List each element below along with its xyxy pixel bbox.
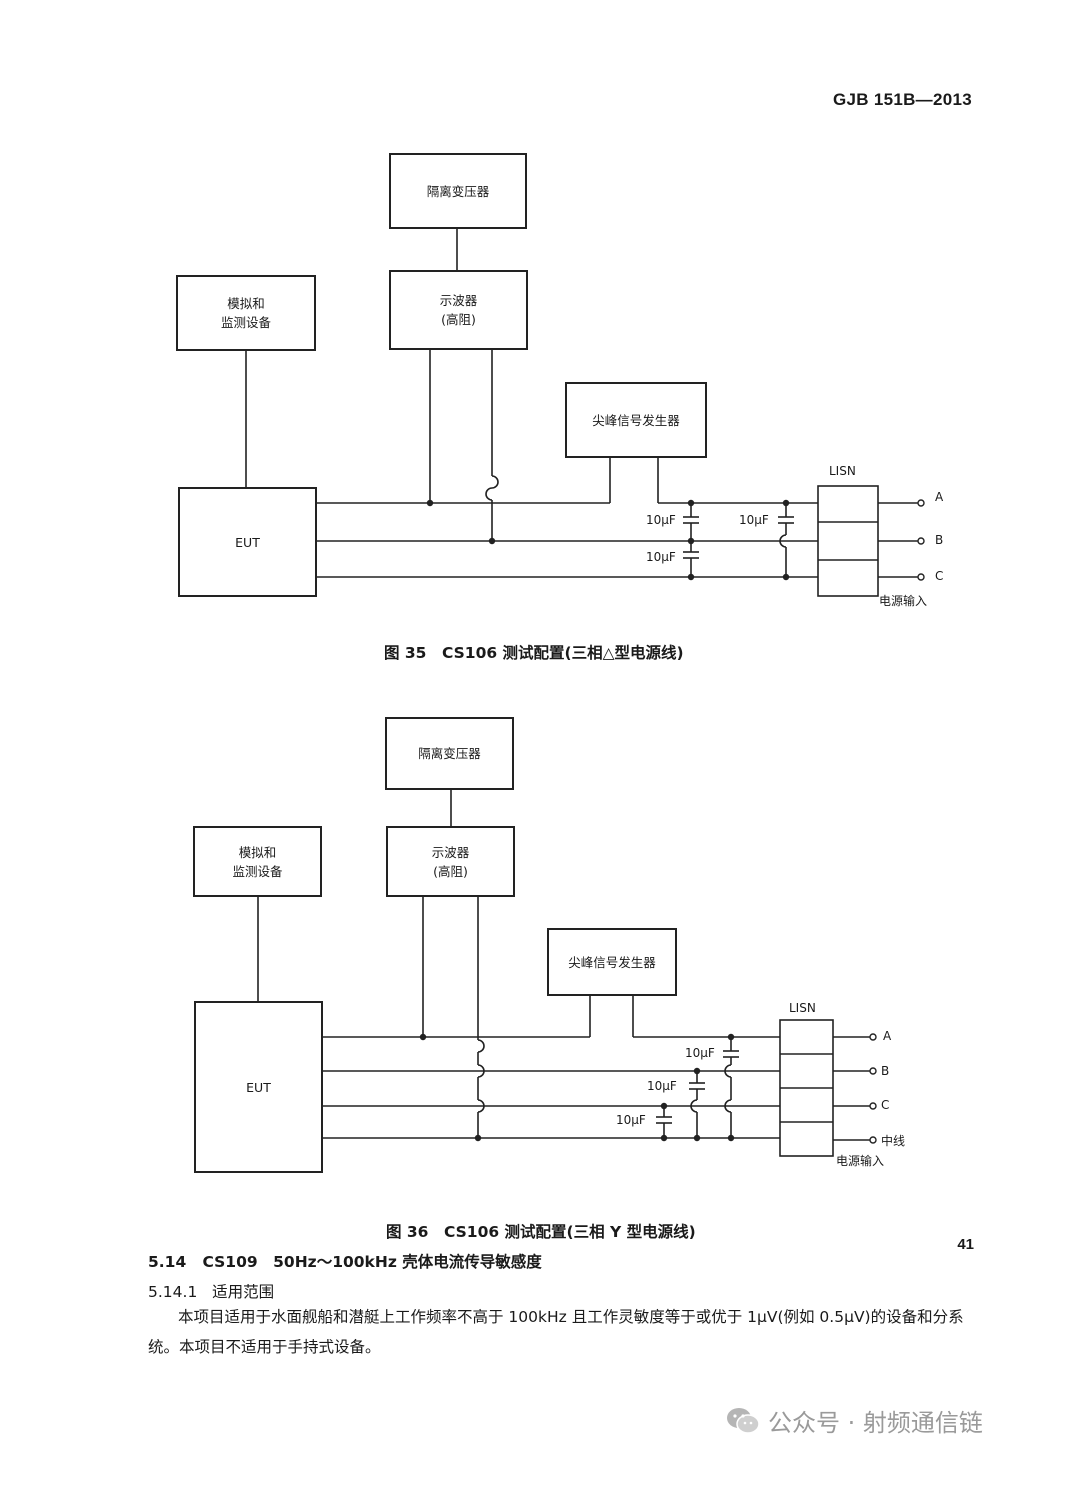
block-label: 隔离变压器: [426, 183, 490, 199]
subsection-number: 5.14.1: [148, 1283, 198, 1301]
figure-caption: 图 36 CS106 测试配置(三相 Y 型电源线): [386, 1223, 696, 1241]
block-label: (高阻): [433, 863, 468, 879]
terminal-label: 中线: [881, 1134, 906, 1148]
isolation-transformer-block: 隔离变压器: [385, 717, 514, 790]
terminal-label: B: [881, 1064, 890, 1078]
terminal-label: A: [883, 1029, 892, 1043]
monitor-equipment-block: 模拟和 监测设备: [176, 275, 316, 351]
figure-35: 隔离变压器 模拟和 监测设备 示波器 (高阻) 尖峰信号发生器 EUT LISN…: [0, 0, 1080, 662]
monitor-equipment-block: 模拟和 监测设备: [193, 826, 322, 897]
figure-caption: 图 35 CS106 测试配置(三相△型电源线): [384, 644, 684, 662]
block-label: 模拟和: [238, 844, 277, 860]
wechat-icon: [726, 1406, 760, 1436]
power-input-label: 电源输入: [836, 1154, 885, 1168]
capacitor-label: 10μF: [739, 513, 769, 527]
terminal-label: C: [881, 1098, 890, 1112]
block-label: 隔离变压器: [418, 746, 481, 761]
standard-code: GJB 151B—2013: [832, 90, 972, 109]
spike-generator-block: 尖峰信号发生器: [565, 382, 707, 458]
section-number: 5.14: [148, 1253, 187, 1271]
block-label: EUT: [246, 1079, 271, 1095]
figure-36-wiring: [257, 790, 877, 1157]
block-label: 模拟和: [227, 296, 265, 311]
block-label: 示波器: [431, 844, 470, 860]
block-label: 尖峰信号发生器: [568, 954, 656, 970]
page-number: 41: [957, 1236, 974, 1253]
power-input-label: 电源输入: [879, 594, 928, 608]
subsection-heading: 5.14.1 适用范围: [148, 1280, 274, 1302]
block-label: (高阻): [441, 312, 476, 327]
figure-36: 隔离变压器 模拟和 监测设备 示波器 (高阻) 尖峰信号发生器 EUT LISN…: [193, 717, 906, 1241]
capacitor-label: 10μF: [646, 550, 676, 564]
lisn-label: LISN: [789, 1001, 816, 1015]
isolation-transformer-block: 隔离变压器: [389, 153, 527, 229]
section-title: CS109 50Hz～100kHz 壳体电流传导敏感度: [202, 1253, 542, 1271]
terminal-label: A: [935, 490, 944, 504]
terminal-label: B: [935, 533, 944, 547]
figure-35-wiring: [245, 228, 925, 597]
body-paragraph: 本项目适用于水面舰船和潜艇上工作频率不高于 100kHz 且工作灵敏度等于或优于…: [148, 1308, 964, 1356]
block-label: 尖峰信号发生器: [592, 412, 680, 428]
section-heading: 5.14 CS109 50Hz～100kHz 壳体电流传导敏感度: [148, 1250, 542, 1272]
capacitor-label: 10μF: [685, 1046, 715, 1060]
eut-block: EUT: [178, 487, 317, 597]
oscilloscope-block: 示波器 (高阻): [389, 270, 528, 350]
capacitor-label: 10μF: [647, 1079, 677, 1093]
subsection-title: 适用范围: [212, 1283, 275, 1301]
capacitor-label: 10μF: [616, 1113, 646, 1127]
oscilloscope-block: 示波器 (高阻): [386, 826, 515, 897]
eut-block: EUT: [194, 1001, 323, 1173]
watermark-text: 公众号 · 射频通信链: [768, 1409, 983, 1437]
lisn-label: LISN: [829, 464, 856, 478]
capacitor-label: 10μF: [646, 513, 676, 527]
spike-generator-block: 尖峰信号发生器: [547, 928, 677, 996]
watermark: 公众号 · 射频通信链: [726, 1403, 983, 1438]
terminal-label: C: [935, 569, 944, 583]
block-label: 监测设备: [232, 863, 283, 879]
block-label: 监测设备: [220, 315, 271, 330]
block-label: 示波器: [439, 293, 478, 308]
block-label: EUT: [235, 534, 260, 550]
